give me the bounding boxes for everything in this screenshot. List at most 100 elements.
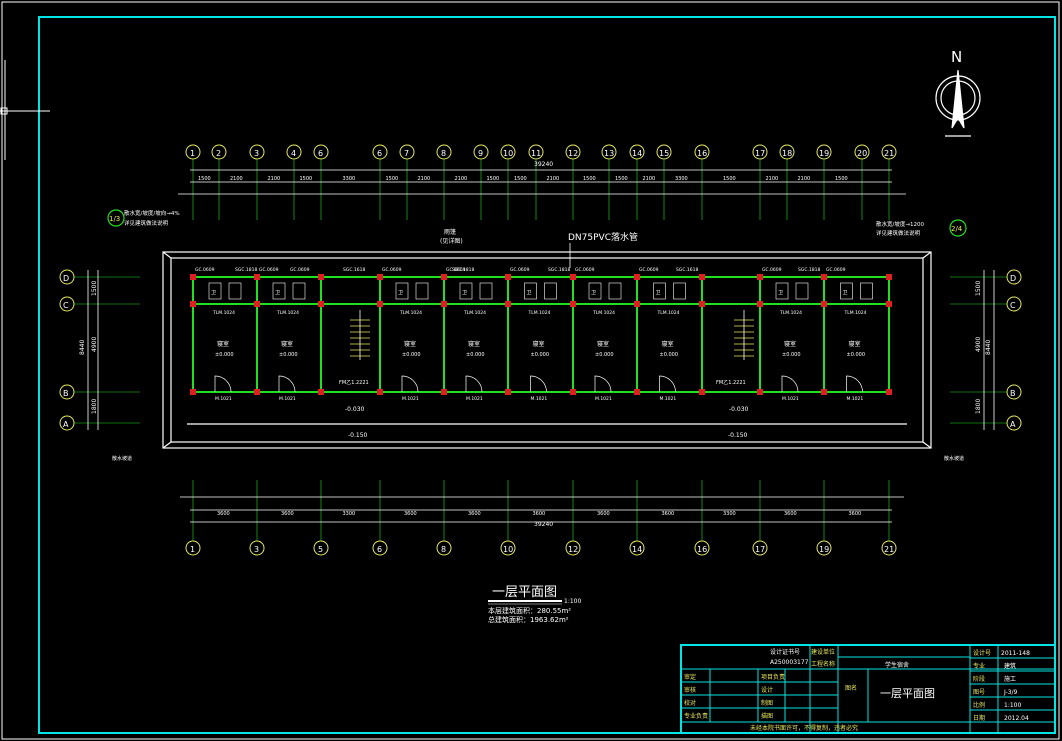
north-arrow-icon	[935, 69, 981, 137]
door-tlm-5: TLM.1024	[592, 310, 615, 316]
door-swing	[401, 375, 419, 393]
plan-walls	[190, 274, 892, 395]
washroom-box	[459, 282, 473, 300]
column	[634, 274, 640, 280]
elev-out-left: -0.150	[348, 432, 368, 439]
elev-step-left: -0.030	[345, 406, 365, 413]
dim-bottom-2: 3300	[343, 511, 356, 517]
door-tlm-2: TLM.1024	[399, 310, 422, 316]
dim-bottom-3: 3600	[404, 511, 417, 517]
svg-text:审定: 审定	[684, 673, 696, 681]
door-m-5: M.1021	[595, 396, 612, 402]
axis-label-bottom-14: 14	[632, 545, 642, 554]
crosshair-cursor	[0, 60, 50, 160]
column	[886, 301, 892, 307]
column	[377, 274, 383, 280]
door-swing	[594, 375, 612, 393]
washroom-box	[292, 282, 306, 300]
dim-top-10: 2100	[547, 176, 560, 182]
dim-top-13: 2100	[643, 176, 656, 182]
room-label-6: 寝室	[662, 340, 674, 348]
axis-label-top-10: 10	[503, 149, 513, 158]
door-swing	[781, 375, 799, 393]
stair-left	[350, 310, 370, 360]
door-tlm-3: TLM.1024	[463, 310, 486, 316]
dim-top-5: 1500	[386, 176, 399, 182]
washroom-label-8: 卫	[843, 290, 848, 296]
door-tlm-7: TLM.1024	[779, 310, 802, 316]
dim-bottom-6: 3600	[597, 511, 610, 517]
svg-text:建设单位: 建设单位	[811, 648, 835, 656]
svg-text:制图: 制图	[761, 699, 773, 707]
door-m-6: M.1021	[660, 396, 677, 402]
window-label-5: SGC.1618	[676, 267, 699, 273]
room-elev-6: ±0.000	[660, 352, 679, 358]
axis-label-left-B: B	[63, 389, 69, 398]
door-swing	[659, 375, 676, 393]
side-top-right: 1500	[975, 281, 982, 296]
svg-text:学生宿舍: 学生宿舍	[885, 661, 909, 669]
svg-text:比例: 比例	[973, 701, 985, 709]
dim-bottom-0: 3600	[217, 511, 230, 517]
bottom-total-dim: 39240	[534, 521, 553, 528]
column	[441, 274, 447, 280]
column	[318, 274, 324, 280]
svg-text:阶段: 阶段	[973, 675, 985, 683]
column	[318, 389, 324, 395]
drawing-caption-title: 一层平面图	[492, 585, 557, 600]
axis-label-bottom-16: 16	[697, 545, 707, 554]
dim-bottom-7: 3600	[662, 511, 675, 517]
left-note-2: 详见建筑做法说明	[124, 219, 169, 227]
svg-text:2011-148: 2011-148	[1001, 650, 1030, 657]
axis-label-top-8: 8	[441, 149, 446, 158]
axis-label-top-3: 3	[254, 149, 259, 158]
window-gc-2: GC.0609	[382, 267, 402, 273]
axis-label-bottom-10: 10	[503, 545, 513, 554]
side-mid-left: 4900	[91, 337, 98, 352]
door-tlm-0: TLM.1024	[212, 310, 235, 316]
window-label-2: SGC.1618	[343, 267, 366, 273]
caption-scale: 1:100	[564, 598, 581, 605]
door-swing	[465, 375, 483, 393]
elev-step-right: -0.030	[729, 406, 749, 413]
column	[886, 274, 892, 280]
room-label-2: 寝室	[404, 340, 416, 348]
svg-text:描图: 描图	[761, 712, 773, 720]
door-m-8: M.1021	[847, 396, 864, 402]
stair-right	[734, 310, 754, 360]
top-total-dim: 39240	[534, 161, 553, 168]
title-block-text: 设计证书号 A250003177 建设单位 工程名称 学生宿舍 图名 一层平面图…	[684, 648, 1030, 732]
washroom-box	[795, 282, 809, 300]
axis-label-bottom-3: 3	[254, 545, 259, 554]
column	[699, 301, 705, 307]
axis-label-right-A: A	[1010, 420, 1016, 429]
axis-label-bottom-12: 12	[568, 545, 578, 554]
window-label-4: SGC.1818	[548, 267, 571, 273]
right-note-2: 详见建筑做法说明	[876, 229, 921, 237]
column	[377, 389, 383, 395]
svg-text:1:100: 1:100	[1004, 702, 1021, 709]
column	[757, 274, 763, 280]
elev-out-right: -0.150	[728, 432, 748, 439]
side-bottom-right: 1800	[975, 399, 982, 414]
column	[505, 274, 511, 280]
dim-top-14: 3300	[675, 176, 688, 182]
svg-text:未经本院书面许可，不得复制，违者必究: 未经本院书面许可，不得复制，违者必究	[750, 724, 858, 732]
axis-label-bottom-5: 5	[318, 545, 323, 554]
svg-text:图号: 图号	[973, 689, 985, 696]
side-mid-right: 4900	[975, 337, 982, 352]
washroom-box	[673, 282, 686, 300]
room-elev-8: ±0.000	[847, 352, 866, 358]
top-note-1: 雨篷	[444, 228, 456, 236]
svg-text:工程名称: 工程名称	[811, 660, 835, 668]
window-gc-4: GC.0609	[510, 267, 530, 273]
dim-bottom-1: 3600	[281, 511, 294, 517]
column	[318, 301, 324, 307]
dim-top-4: 3300	[343, 176, 356, 182]
axis-label-top-6: 6	[318, 149, 323, 158]
dim-bottom-10: 3600	[849, 511, 862, 517]
room-elev-0: ±0.000	[215, 352, 234, 358]
window-gc-1: GC.0609	[259, 267, 279, 273]
north-label: N	[951, 48, 962, 66]
